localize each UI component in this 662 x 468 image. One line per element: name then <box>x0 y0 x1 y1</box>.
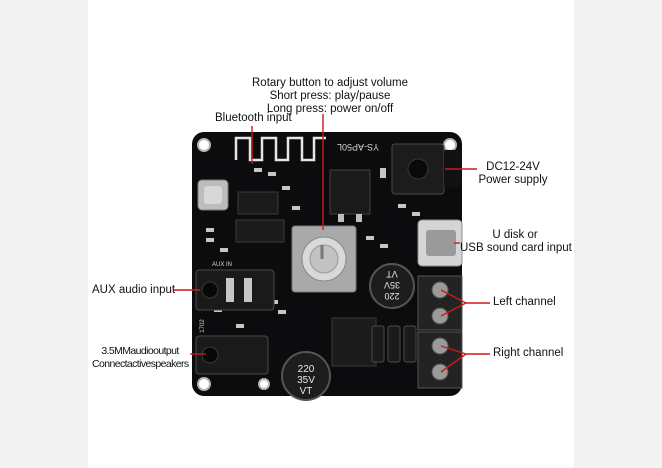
callout-lines <box>173 114 490 373</box>
silk-model: YS-AP50L <box>337 142 379 152</box>
line-right-1 <box>440 345 467 355</box>
ic-bluetooth <box>237 191 279 215</box>
capacitor-bottom <box>281 351 331 401</box>
capacitor-top-label: 220 35V VT <box>384 269 400 301</box>
mounting-holes <box>197 138 457 391</box>
callout-bluetooth: Bluetooth input <box>215 112 292 124</box>
callout-usb: U disk or USB sound card input <box>460 229 572 255</box>
line-right-2 <box>440 353 467 373</box>
small-capacitors <box>371 325 417 363</box>
callout-rotary-line3: Long press: power on/off <box>266 103 394 115</box>
callout-usb-line2: USB sound card input <box>460 242 572 254</box>
callout-usb-line1: U disk or <box>492 229 538 241</box>
callout-left-channel: Left channel <box>493 296 556 308</box>
silk-aux-in: AUX IN <box>212 262 232 268</box>
svg-text:VT: VT <box>386 269 398 279</box>
callout-out35: 3.5MMaudiooutput Connectactivespeakers <box>92 345 189 371</box>
callout-rotary-line2: Short press: play/pause <box>269 90 391 102</box>
svg-text:35V: 35V <box>384 280 400 290</box>
line-left-2 <box>440 302 467 317</box>
callout-aux: AUX audio input <box>92 284 176 296</box>
svg-text:220: 220 <box>298 364 315 375</box>
line-left-1 <box>440 289 467 304</box>
callout-out35-line1: 3.5MMaudiooutput <box>101 345 179 357</box>
ic-amplifier <box>331 317 377 367</box>
svg-text:35V: 35V <box>297 375 315 386</box>
callout-right-channel: Right channel <box>493 347 564 359</box>
svg-text:VT: VT <box>300 386 313 397</box>
callout-out35-line2: Connectactivespeakers <box>92 358 189 370</box>
callout-power-line1: DC12-24V <box>486 161 540 173</box>
capacitor-top <box>369 263 415 309</box>
callout-power-line2: Power supply <box>478 174 548 186</box>
capacitor-bottom-label: 220 35V VT <box>297 364 315 397</box>
terminal-block-left <box>417 275 463 331</box>
terminal-block-right <box>417 331 463 389</box>
silk-rev: 1702 <box>200 319 206 333</box>
output-jack <box>195 335 269 375</box>
regulator <box>329 169 371 215</box>
ic-main <box>235 219 285 243</box>
svg-text:220: 220 <box>384 291 399 301</box>
callout-rotary: Rotary button to adjust volume Short pre… <box>250 77 410 116</box>
callout-rotary-line1: Rotary button to adjust volume <box>252 77 408 89</box>
callout-power: DC12-24V Power supply <box>478 161 548 187</box>
antenna-trace <box>234 136 326 162</box>
